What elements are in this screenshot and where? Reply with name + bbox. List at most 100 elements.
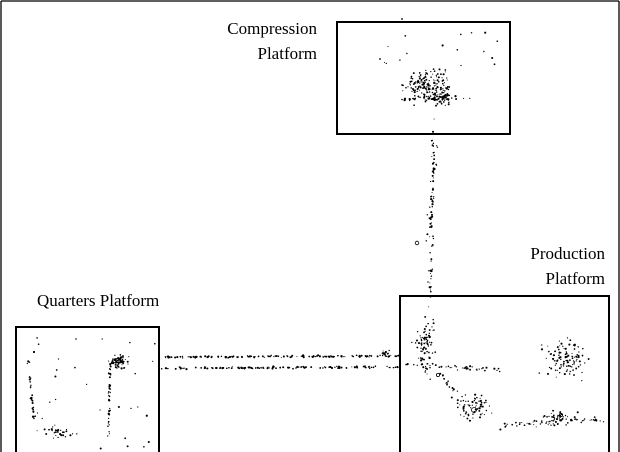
- point-cloud-dot: [237, 366, 240, 369]
- point-cloud-dot: [571, 363, 573, 366]
- point-cloud-dot: [108, 383, 111, 386]
- point-cloud-dot: [576, 353, 578, 356]
- point-cloud-dot: [465, 368, 468, 370]
- point-cloud-dot: [396, 355, 399, 357]
- point-cloud-dot: [403, 99, 406, 102]
- point-cloud-dot: [423, 82, 426, 85]
- point-cloud-dot: [76, 433, 78, 435]
- point-cloud-dot: [563, 365, 565, 367]
- point-cloud-dot: [550, 367, 553, 370]
- point-cloud-dot: [429, 180, 432, 183]
- point-cloud-dot: [120, 367, 123, 370]
- point-cloud-dot: [440, 365, 443, 368]
- point-cloud-dot: [433, 154, 436, 157]
- point-cloud-dot: [433, 118, 435, 120]
- point-cloud-dot: [388, 349, 390, 352]
- point-cloud-dot: [447, 365, 450, 368]
- point-cloud-dot: [480, 401, 483, 404]
- point-cloud-dot: [533, 424, 535, 426]
- point-cloud-dot: [412, 83, 415, 86]
- point-cloud-dot: [421, 336, 423, 339]
- point-cloud-dot: [402, 90, 404, 92]
- point-cloud-dot: [317, 354, 320, 357]
- point-cloud-dot: [427, 334, 430, 336]
- point-cloud-dot: [552, 416, 555, 419]
- point-cloud-dot: [462, 406, 465, 409]
- point-cloud-dot: [221, 367, 223, 369]
- point-cloud-dot: [279, 366, 282, 369]
- point-cloud-dot: [431, 199, 433, 201]
- point-cloud-dot: [183, 367, 185, 369]
- point-cloud-dot: [182, 367, 184, 370]
- point-cloud-dot: [452, 390, 454, 392]
- point-cloud-dot: [439, 86, 442, 89]
- point-cloud-dot: [436, 86, 439, 89]
- point-cloud-dot: [353, 366, 356, 369]
- point-cloud-dot: [479, 413, 482, 416]
- point-cloud-dot: [464, 366, 467, 369]
- point-cloud-dot: [364, 366, 367, 369]
- point-cloud-dot: [448, 101, 450, 104]
- point-cloud-dot: [475, 404, 477, 406]
- point-cloud-dot: [117, 405, 120, 409]
- point-cloud-dot: [358, 355, 360, 357]
- point-cloud-dot: [431, 200, 434, 203]
- point-cloud-dot: [560, 366, 562, 368]
- point-cloud-dot: [308, 355, 311, 358]
- point-cloud-dot: [564, 356, 567, 359]
- point-cloud-dot: [250, 355, 253, 358]
- point-cloud-dot: [381, 354, 384, 357]
- point-cloud-dot: [101, 338, 103, 340]
- point-cloud-dot: [433, 96, 436, 99]
- point-cloud-dot: [409, 80, 412, 83]
- point-cloud-dot: [435, 89, 437, 92]
- point-cloud-dot: [431, 326, 433, 328]
- point-cloud-dot: [573, 374, 575, 376]
- point-cloud-dot: [436, 76, 438, 78]
- point-cloud-dot: [123, 367, 125, 369]
- point-cloud-dot: [535, 420, 538, 423]
- point-cloud-dot: [565, 424, 567, 426]
- point-cloud-dot: [409, 83, 411, 85]
- point-cloud-dot: [469, 365, 472, 368]
- point-cloud-dot: [447, 380, 449, 382]
- point-cloud-dot: [576, 358, 578, 361]
- point-cloud-dot: [432, 245, 434, 247]
- point-cloud-dot: [554, 360, 556, 362]
- point-cloud-dot: [117, 365, 120, 368]
- point-cloud-dot: [471, 366, 473, 368]
- point-cloud-dot: [571, 366, 573, 368]
- point-cloud-dot: [554, 364, 557, 366]
- point-cloud-dot: [379, 58, 381, 60]
- point-cloud-dot: [383, 352, 386, 355]
- point-cloud-dot: [419, 74, 422, 76]
- point-cloud-dot: [551, 415, 554, 418]
- point-cloud-dot: [114, 354, 116, 356]
- point-cloud-dot: [434, 351, 437, 353]
- point-cloud-dot: [559, 345, 561, 347]
- point-cloud-dot: [426, 339, 429, 342]
- point-cloud-dot: [422, 82, 424, 85]
- point-cloud-dot: [300, 366, 303, 368]
- point-cloud-dot: [463, 367, 466, 369]
- point-cloud-dot: [433, 151, 435, 154]
- point-cloud-dot: [552, 354, 555, 357]
- point-cloud-dot: [368, 367, 371, 369]
- point-cloud-dot: [418, 357, 420, 359]
- point-cloud-dot: [258, 367, 261, 369]
- point-cloud-dot: [26, 362, 28, 365]
- point-cloud-dot: [237, 356, 240, 358]
- point-cloud-dot: [385, 62, 387, 65]
- point-cloud-dot: [108, 410, 110, 412]
- point-cloud-dot: [431, 352, 434, 354]
- point-cloud-dot: [491, 56, 494, 60]
- point-cloud-dot: [430, 342, 432, 344]
- point-cloud-dot: [277, 355, 280, 358]
- point-cloud-dot: [444, 71, 446, 73]
- point-cloud-dot: [166, 367, 168, 370]
- point-cloud-dot: [431, 174, 434, 177]
- point-cloud-dot: [452, 388, 455, 391]
- point-cloud-dot: [540, 420, 543, 422]
- point-cloud-dot: [436, 79, 439, 82]
- point-cloud-dot: [333, 356, 335, 358]
